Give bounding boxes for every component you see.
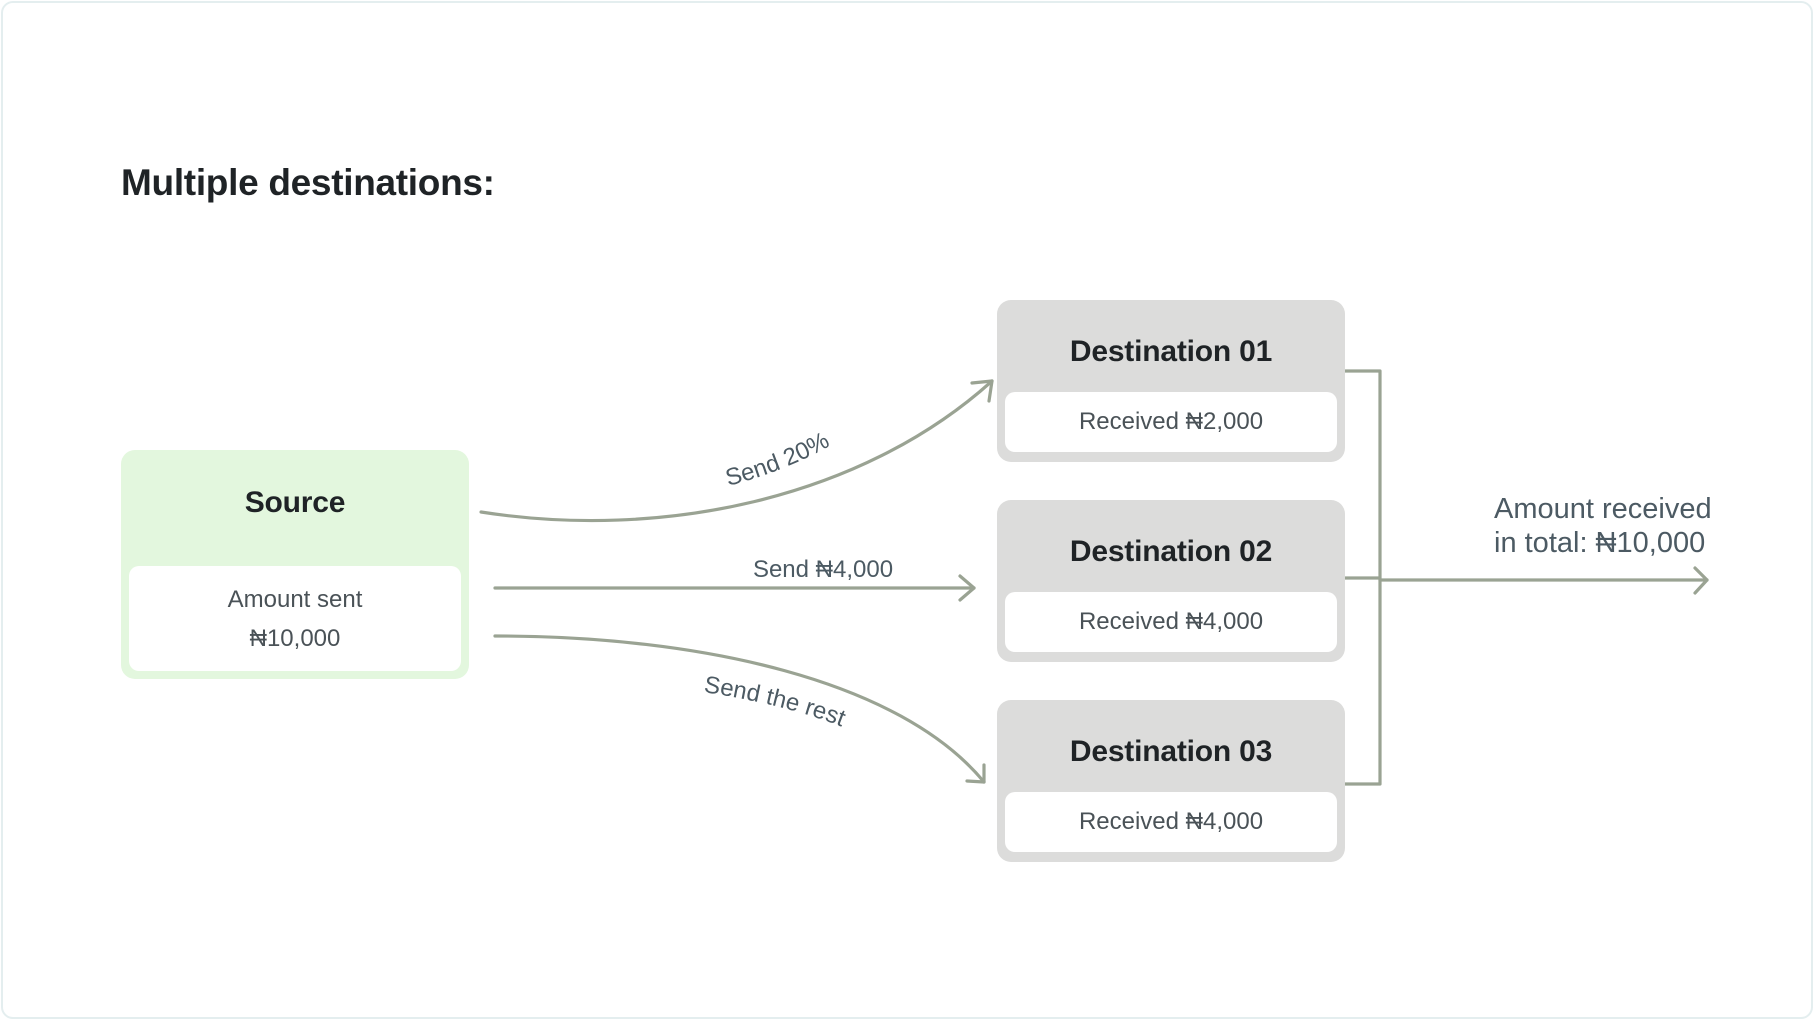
destination-01-box: Destination 01 Received ₦2,000 — [997, 300, 1345, 462]
amount-sent-value: ₦10,000 — [249, 624, 341, 652]
flow-label-send-rest: Send the rest — [702, 671, 849, 732]
source-amount-card: Amount sent ₦10,000 — [129, 566, 461, 671]
destination-02-title: Destination 02 — [1069, 535, 1273, 568]
source-title: Source — [244, 486, 346, 519]
destination-02-box: Destination 02 Received ₦4,000 — [997, 500, 1345, 662]
destination-03-title: Destination 03 — [1069, 735, 1273, 768]
arrow-to-destination-03 — [493, 634, 986, 784]
arrowhead-destination-02 — [958, 574, 976, 602]
arrowhead-destination-01 — [970, 379, 994, 403]
total-received-line-1: Amount received — [1494, 493, 1712, 525]
arrowhead-destination-03 — [965, 763, 986, 784]
source-box: Source Amount sent ₦10,000 — [121, 450, 469, 679]
merge-bracket — [1345, 369, 1382, 786]
destination-02-received: Received ₦4,000 — [1005, 592, 1337, 652]
total-arrowhead — [1693, 566, 1709, 595]
destination-03-box: Destination 03 Received ₦4,000 — [997, 700, 1345, 862]
destination-01-received: Received ₦2,000 — [1005, 392, 1337, 452]
flow-label-send-4000: Send ₦4,000 — [753, 556, 893, 583]
destination-03-received: Received ₦4,000 — [1005, 792, 1337, 852]
destination-01-title: Destination 01 — [1069, 335, 1273, 368]
diagram-title: Multiple destinations: — [121, 162, 495, 203]
total-received-line-2: in total: ₦10,000 — [1494, 527, 1706, 559]
amount-sent-label: Amount sent — [227, 585, 363, 613]
total-received-label: Amount received in total: ₦10,000 — [1494, 492, 1712, 560]
arrow-to-destination-01 — [479, 379, 994, 523]
